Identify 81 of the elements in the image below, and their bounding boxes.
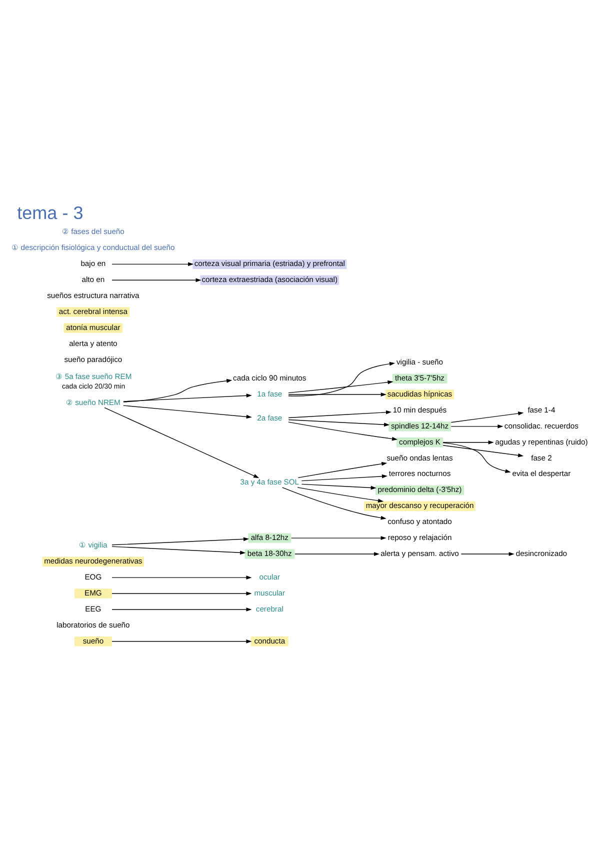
- node-text: 2a fase: [257, 414, 282, 423]
- node-text: fase 2: [531, 453, 552, 462]
- node-text: desincronizado: [516, 548, 568, 558]
- node-box: conducta: [250, 636, 288, 646]
- arrow: [112, 262, 194, 266]
- node-box: spindles 12-14hz: [388, 422, 451, 432]
- node-box: corteza visual primaria (estriada) y prefrontal: [192, 259, 347, 270]
- arrow: [301, 484, 376, 490]
- node-box: atonía muscular: [64, 323, 123, 333]
- node-box: predominio delta (-3'5hz): [375, 485, 464, 496]
- arrow: [288, 362, 396, 396]
- arrow: [112, 537, 250, 546]
- arrow: [112, 592, 252, 596]
- node-text: vigilia - sueño: [396, 358, 444, 367]
- arrow: [297, 487, 384, 503]
- arrow: [112, 278, 202, 282]
- arrow: [442, 442, 511, 473]
- arrow: [450, 412, 524, 423]
- node-text: consolidac. recuerdos: [504, 421, 578, 430]
- node-box: corteza extraestriada (asociación visual): [200, 275, 339, 285]
- arrow: [112, 639, 252, 644]
- node-text: sueños estructura narrativa: [47, 291, 140, 300]
- node-text: alerta y pensam. activo: [380, 548, 459, 558]
- arrow: [460, 552, 514, 556]
- arrow: [288, 419, 390, 427]
- arrow: [290, 536, 386, 540]
- arrow: [112, 576, 252, 580]
- arrow: [442, 445, 524, 458]
- node-text: sueño ondas lentas: [386, 453, 453, 462]
- arrow: [450, 424, 504, 428]
- arrow: [288, 392, 386, 396]
- label: ① descripción fisiológica y conductual del sueño: [12, 243, 175, 252]
- node-text: bajo en: [80, 259, 106, 268]
- arrow: [288, 380, 394, 394]
- arrow: [123, 405, 252, 419]
- node-text: 10 min después: [392, 405, 447, 414]
- node-box: alfa 8-12hz: [248, 533, 292, 543]
- node-text: cerebral: [256, 604, 284, 614]
- node-text: sueño paradójico: [64, 354, 122, 364]
- label: ② fases del sueño: [62, 227, 124, 236]
- arrow: [301, 474, 388, 482]
- arrow: [288, 410, 392, 418]
- node-text: laboratorios de sueño: [56, 620, 130, 630]
- node-text: ② sueño NREM: [66, 398, 120, 407]
- node-text: ③ 5a fase sueño REM: [56, 372, 132, 382]
- node-box: sueño: [74, 636, 112, 646]
- node-text: alto en: [82, 275, 105, 284]
- node-text: 3a y 4a fase SOL: [240, 478, 300, 487]
- node-box: sacudidas hípnicas: [385, 390, 454, 400]
- node-box: beta 18-30hz: [244, 549, 295, 559]
- node-text: terrores nocturnos: [388, 469, 451, 478]
- node-text: EEG: [85, 604, 102, 614]
- node-text: EOG: [84, 572, 102, 582]
- arrow: [282, 487, 386, 520]
- node-box: mayor descanso y recuperación: [364, 501, 476, 512]
- node-text: ① vigilia: [79, 540, 108, 550]
- node-text: muscular: [254, 588, 286, 598]
- node-text: evita el despertar: [512, 469, 571, 478]
- arrow: [123, 394, 252, 402]
- arrow: [112, 608, 252, 612]
- node-text: reposo y relajación: [388, 533, 452, 542]
- arrow: [442, 440, 494, 444]
- node-box: act. cerebral intensa: [56, 307, 130, 317]
- arrow: [112, 546, 246, 555]
- arrow: [123, 378, 232, 402]
- arrow: [298, 462, 388, 478]
- arrow: [288, 422, 398, 441]
- diagram-title: tema - 3: [17, 202, 84, 223]
- node-box: theta 3'5-7'5hz: [392, 374, 448, 384]
- arrow: [294, 552, 380, 556]
- node-text: alerta y atento: [69, 338, 118, 348]
- node-box: medidas neurodegenerativas: [42, 556, 144, 566]
- arrow: [104, 407, 260, 478]
- node-text: confuso y atontado: [388, 517, 452, 526]
- node-text: agudas y repentinas (ruido): [495, 437, 588, 446]
- node-text: fase 1-4: [528, 405, 556, 414]
- node-box: EMG: [74, 588, 112, 598]
- node-text: 1a fase: [257, 389, 282, 398]
- node-text: cada ciclo 90 minutos: [233, 374, 306, 383]
- node-text: ocular: [259, 572, 280, 582]
- node-box: complejos K: [396, 438, 443, 448]
